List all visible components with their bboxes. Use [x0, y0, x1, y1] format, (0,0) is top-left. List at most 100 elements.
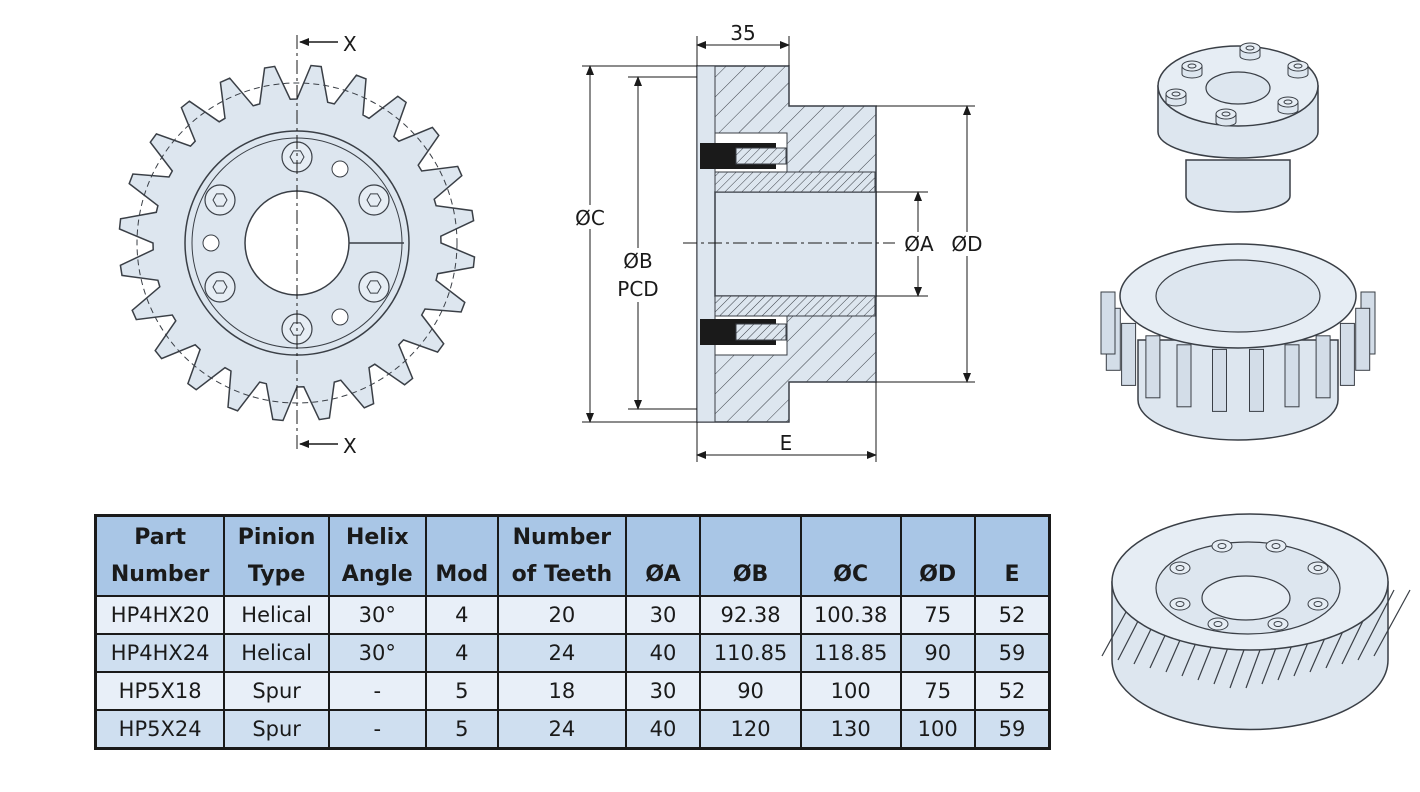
cell-e: 59: [973, 633, 1051, 673]
dim-d-label: ØD: [951, 232, 982, 256]
cell-part-number: HP4HX24: [94, 633, 226, 673]
helical-screw-icon: [1211, 539, 1233, 553]
hub-screws: [1165, 42, 1309, 127]
table-row: HP5X18 Spur - 5 18 30 90 100 75 52: [94, 671, 1051, 711]
cell-dia-d: 100: [899, 709, 976, 750]
tooth-face: [696, 65, 716, 423]
dim-e-label: E: [780, 431, 793, 455]
cell-dia-d: 75: [899, 671, 976, 711]
sleeve-bottom: [714, 295, 876, 317]
cell-part-number: HP5X18: [94, 671, 226, 711]
bore-section: [714, 191, 877, 297]
clamp-hub-isometric: [1157, 42, 1319, 213]
spur-tooth: [1249, 348, 1264, 412]
cell-helix-angle: -: [327, 671, 427, 711]
cell-mod: 4: [424, 633, 500, 673]
spur-gear-bore: [1155, 259, 1321, 333]
dim-35-label: 35: [730, 21, 755, 45]
cell-mod: 4: [424, 595, 500, 635]
hub-screw-head: [1165, 88, 1187, 100]
cell-helix-angle: 30°: [327, 595, 427, 635]
cell-part-number: HP5X24: [94, 709, 226, 750]
cell-helix-angle: 30°: [327, 633, 427, 673]
spur-tooth: [1315, 335, 1331, 399]
cell-mod: 5: [424, 709, 500, 750]
hex-socket-icon: [212, 280, 228, 294]
helical-screw-icon: [1267, 617, 1289, 631]
cell-pinion-type: Helical: [223, 595, 330, 635]
hub-screw-head: [1239, 42, 1261, 54]
cell-dia-a: 40: [624, 709, 702, 750]
cap-screw-icon: [204, 271, 236, 303]
spur-gear-isometric: [1100, 243, 1376, 441]
hex-socket-icon: [289, 322, 305, 336]
hex-socket-icon: [366, 280, 382, 294]
section-label-top: X: [343, 32, 357, 56]
cap-screw-icon: [358, 271, 390, 303]
table-row: HP5X24 Spur - 5 24 40 120 130 100 59: [94, 709, 1051, 750]
cell-pinion-type: Spur: [223, 671, 330, 711]
helical-screw-icon: [1169, 561, 1191, 575]
cell-pinion-type: Helical: [223, 633, 330, 673]
cell-dia-b: 92.38: [699, 595, 802, 635]
hub-screw-socket: [1245, 45, 1255, 51]
cell-dia-c: 100: [799, 671, 902, 711]
cell-part-number: HP4HX20: [94, 595, 226, 635]
helical-bore: [1201, 575, 1291, 621]
dim-b-label: ØB: [623, 249, 652, 273]
cell-dia-d: 90: [899, 633, 976, 673]
col-header-mod: Mod: [424, 514, 500, 597]
cell-dia-c: 118.85: [799, 633, 902, 673]
col-header-dia-b: ØB: [699, 514, 802, 597]
hub-screw-head: [1277, 96, 1299, 108]
spur-gear-base: [1137, 339, 1339, 441]
jacking-hole: [202, 234, 220, 252]
cell-e: 52: [973, 671, 1051, 711]
hub-shank: [1185, 159, 1291, 213]
cell-teeth: 18: [497, 671, 627, 711]
helical-screw-socket: [1175, 565, 1185, 571]
dim-c-label: ØC: [575, 206, 605, 230]
hex-socket-icon: [212, 193, 228, 207]
cell-dia-d: 75: [899, 595, 976, 635]
spur-tooth: [1212, 348, 1227, 412]
helical-screw-socket: [1271, 543, 1281, 549]
hub-screw-socket: [1293, 63, 1303, 69]
cell-dia-a: 30: [624, 595, 702, 635]
spur-tooth: [1121, 322, 1137, 386]
hub-screw-socket: [1283, 99, 1293, 105]
hub-screw-head: [1181, 60, 1203, 72]
helical-screw-icon: [1265, 539, 1287, 553]
table-row: HP4HX20 Helical 30° 4 20 30 92.38 100.38…: [94, 595, 1051, 635]
cap-screws: [202, 141, 390, 345]
helical-screw-socket: [1313, 601, 1323, 607]
helical-gear-isometric: [1101, 513, 1411, 731]
col-header-dia-a: ØA: [624, 514, 702, 597]
table-row: HP4HX24 Helical 30° 4 24 40 110.85 118.8…: [94, 633, 1051, 673]
spur-teeth: [1100, 291, 1376, 412]
gear-front-view: X X: [118, 32, 476, 458]
col-header-e: E: [973, 514, 1051, 597]
cell-dia-c: 100.38: [799, 595, 902, 635]
cell-e: 52: [973, 595, 1051, 635]
hub-screw-head: [1287, 60, 1309, 72]
hub-screw-socket: [1187, 63, 1197, 69]
dim-pcd-label: PCD: [617, 277, 658, 301]
hex-socket-icon: [366, 193, 382, 207]
cap-screw-icon: [204, 184, 236, 216]
helical-tooth: [1357, 589, 1395, 661]
helical-screw-socket: [1313, 565, 1323, 571]
cell-dia-b: 110.85: [699, 633, 802, 673]
cell-mod: 5: [424, 671, 500, 711]
helical-screw-icon: [1307, 597, 1329, 611]
cell-helix-angle: -: [327, 709, 427, 750]
section-label-bottom: X: [343, 434, 357, 458]
helical-screw-socket: [1273, 621, 1283, 627]
helical-screw-socket: [1175, 601, 1185, 607]
cell-dia-c: 130: [799, 709, 902, 750]
